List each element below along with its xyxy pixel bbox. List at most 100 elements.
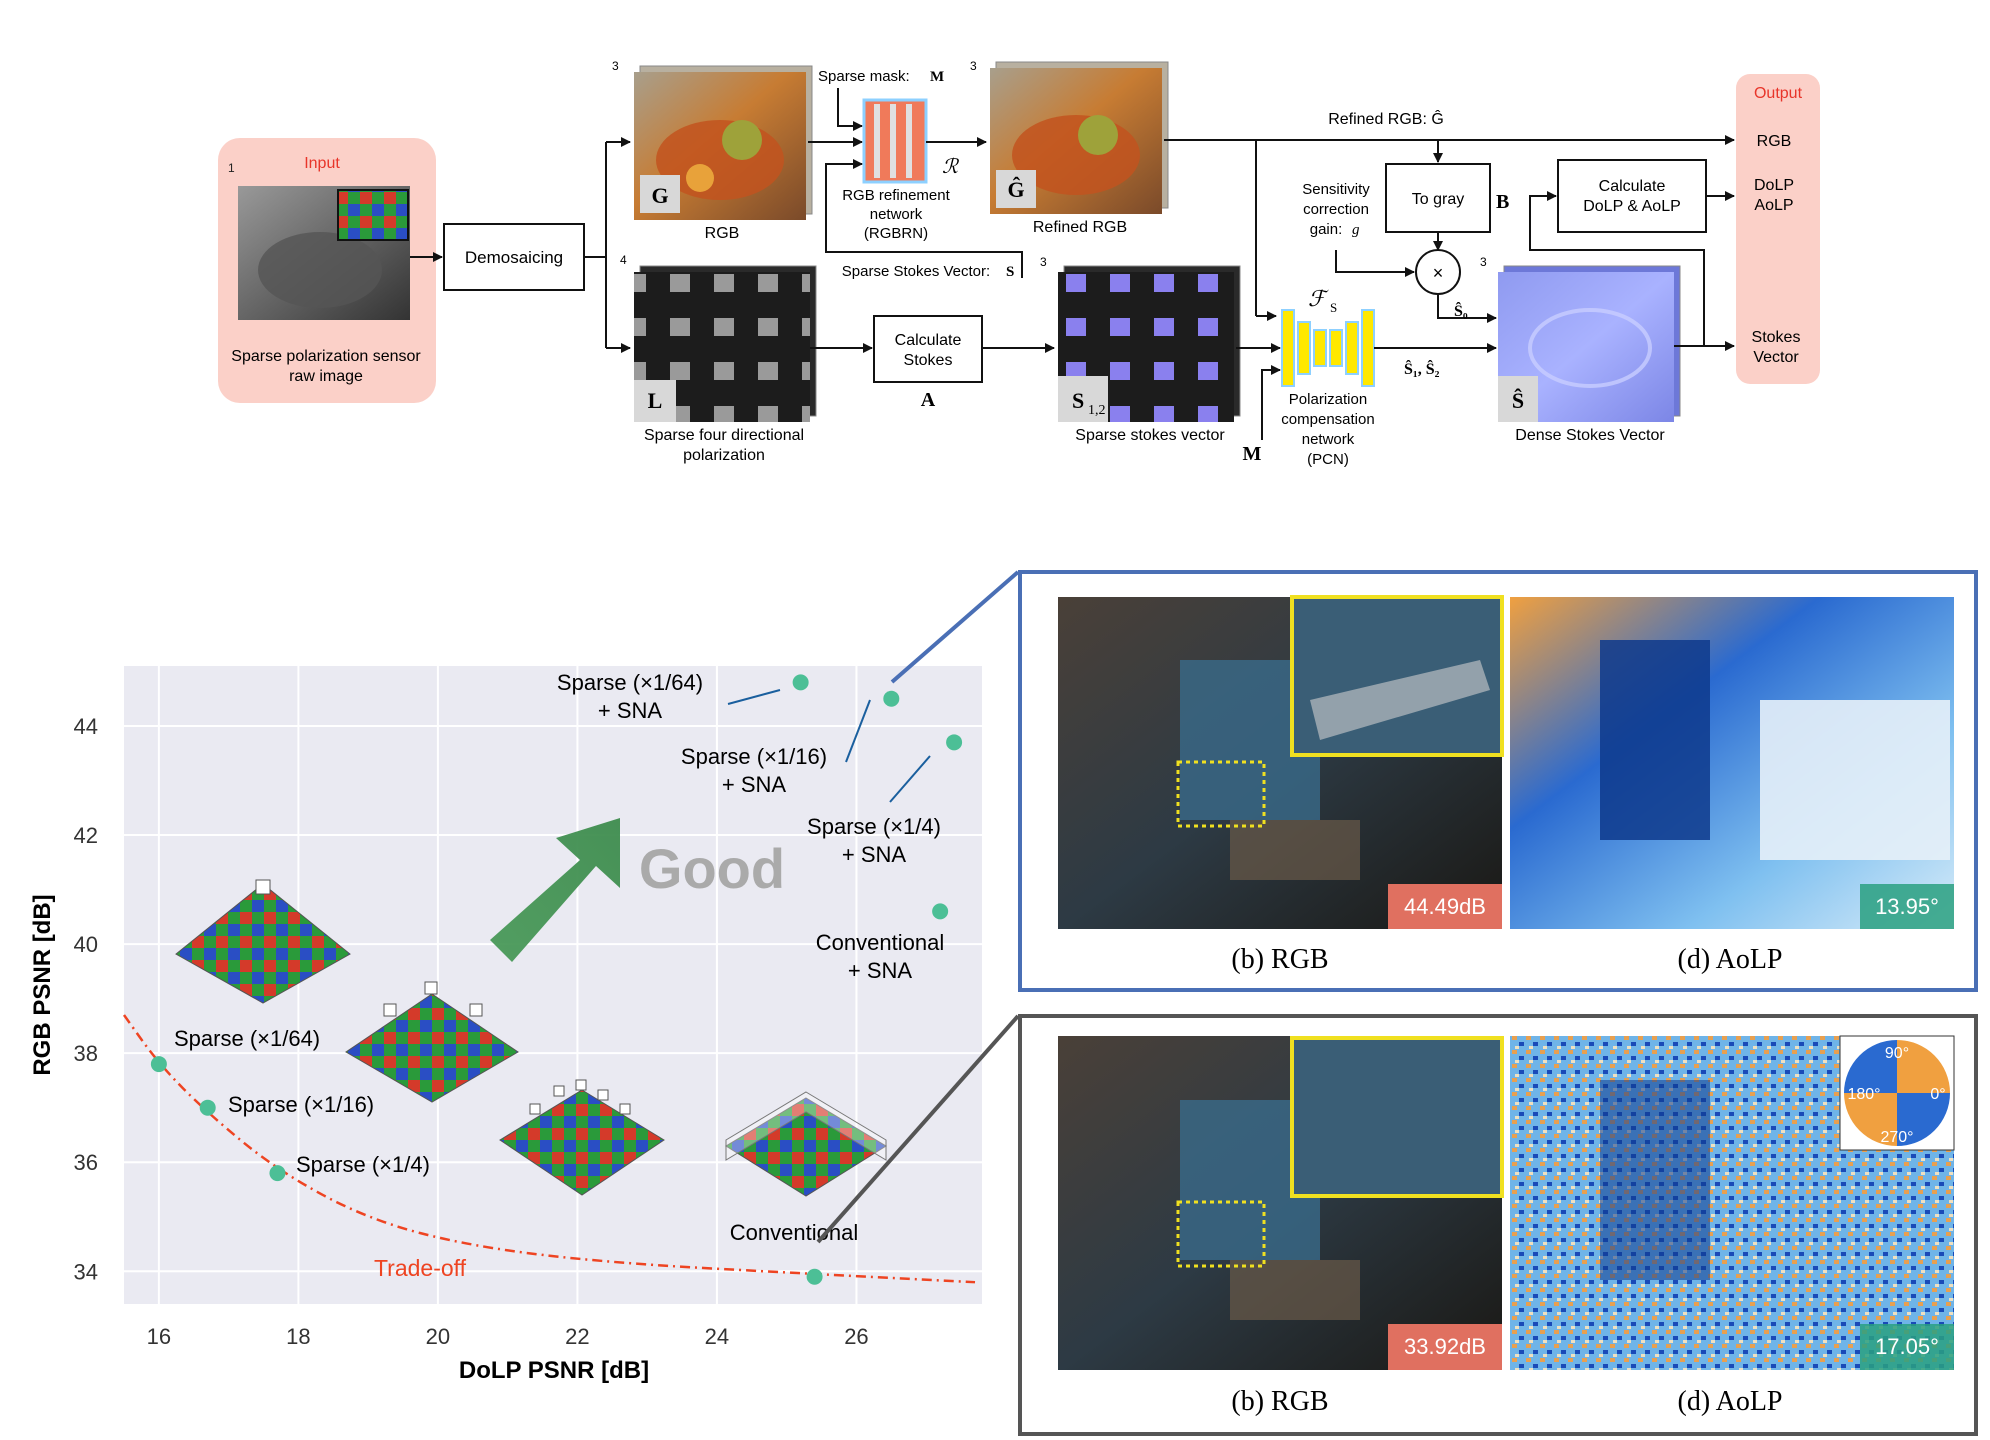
mosaic-illustration-conventional (725, 1091, 887, 1197)
fruit (722, 120, 762, 160)
calc-dolp-label-2: DoLP & AoLP (1583, 198, 1681, 215)
pcn-layer (1361, 309, 1375, 387)
pcn-label-2: compensation (1281, 411, 1374, 428)
output-stokes-2: Vector (1753, 349, 1799, 366)
mosaic-pixel (597, 1089, 609, 1101)
aolp-structure (1760, 700, 1950, 860)
aolp-structure (1600, 1080, 1710, 1280)
symbol-badge (1498, 376, 1538, 422)
sensitivity-label-3: gain: (1310, 221, 1343, 238)
mosaic-pixel (255, 879, 271, 895)
y-tick-label: 38 (74, 1041, 98, 1066)
y-tick-label: 34 (74, 1259, 98, 1284)
x-axis-title: DoLP PSNR [dB] (459, 1357, 649, 1384)
sparse-mask-symbol: M (930, 69, 944, 85)
label-s4-sna-1: Sparse (×1/4) (807, 814, 941, 839)
mosaic-plane (725, 1097, 887, 1197)
scene-table (1230, 1260, 1360, 1320)
arrow (825, 159, 1023, 278)
symbol-badge (1058, 376, 1108, 422)
four-dir-caption-1: Sparse four directional (644, 427, 804, 444)
s12-subscript: 1,2 (1088, 403, 1106, 418)
arrow (837, 88, 863, 131)
psnr-badge-top (1388, 884, 1502, 929)
zoom-region-bottom (1176, 1200, 1266, 1268)
good-label: Good (639, 837, 785, 900)
result-panel-bottom: 33.92dB 17.05° 90° 180° 0° 270° (b) RGB … (1018, 1014, 1978, 1436)
label-s4-sna-2: + SNA (842, 842, 907, 867)
mosaic-pixel (575, 1079, 587, 1091)
s12-hat-label: Ŝ₁, Ŝ₂ (1404, 359, 1440, 378)
calc-dolp-box (1557, 159, 1707, 233)
rgbrn-label-3: (RGBRN) (864, 225, 928, 242)
input-caption-2: raw image (289, 368, 363, 385)
scene-table (1230, 820, 1360, 880)
y-tick-label: 44 (74, 714, 98, 739)
data-point (792, 674, 809, 691)
pcn-layer (1281, 309, 1295, 387)
y-tick-label: 40 (74, 932, 98, 957)
four-dir-caption-2: polarization (683, 447, 765, 464)
sparse-mask-label: Sparse mask: (818, 68, 910, 85)
dense-symbol: Ŝ (1512, 388, 1524, 413)
l-symbol: L (648, 388, 663, 413)
sensitivity-g: g (1352, 222, 1360, 238)
wheel-quadrant (1844, 1040, 1897, 1093)
psnr-badge-bottom (1388, 1324, 1502, 1370)
refined-symbol: Ĝ (1007, 177, 1024, 202)
arrow (1529, 191, 1705, 346)
rgb-caption: RGB (705, 225, 740, 242)
label-s64-sna-1: Sparse (×1/64) (557, 670, 703, 695)
s12-symbol: S (1072, 388, 1084, 413)
calc-stokes-label-2: Stokes (904, 352, 953, 369)
dense-bowl-outline (1528, 308, 1652, 388)
caption-aolp-top: (d) AoLP (1678, 944, 1783, 975)
fruit (1078, 115, 1118, 155)
wheel-quadrant (1844, 1093, 1897, 1146)
leader-line (727, 689, 781, 705)
output-panel (1736, 74, 1820, 384)
aolp-value-bottom: 17.05° (1875, 1334, 1939, 1359)
sensitivity-label-2: correction (1303, 201, 1369, 218)
rgbrn-label-2: network (870, 206, 923, 223)
pcn-label-4: (PCN) (1307, 451, 1349, 468)
data-point (199, 1099, 216, 1116)
caption-rgb-bottom: (b) RGB (1231, 1386, 1328, 1417)
x-tick-label: 18 (286, 1324, 310, 1349)
inset-detail (1310, 660, 1490, 740)
zoom-connector-bottom (816, 1014, 1020, 1244)
mosaic-pixel (469, 1003, 483, 1017)
to-gray-label: To gray (1412, 191, 1464, 208)
multiply-symbol: × (1433, 263, 1444, 283)
rgbrn-label-1: RGB refinement (842, 187, 950, 204)
to-gray-box (1385, 163, 1491, 233)
y-tick-label: 42 (74, 823, 98, 848)
s0-hat-label: Ŝ₀ (1454, 301, 1468, 320)
label-conv-sna-1: Conventional (816, 930, 944, 955)
zoom-connector-top (890, 570, 1020, 684)
data-point (932, 903, 949, 920)
x-tick-label: 24 (705, 1324, 729, 1349)
x-tick-label: 22 (565, 1324, 589, 1349)
fs-symbol: ℱ (1308, 286, 1329, 311)
mosaic-pixel (383, 1003, 397, 1017)
wheel-90-label: 90° (1885, 1045, 1909, 1062)
wheel-quadrant (1897, 1093, 1950, 1146)
sparse-stokes-label: Sparse Stokes Vector: (842, 263, 990, 280)
sparse-stokes-symbol: S (1006, 264, 1014, 280)
pcn-layer (1297, 321, 1311, 375)
refined-rgb-label: Refined RGB: Ĝ (1328, 109, 1444, 128)
caption-aolp-bottom: (d) AoLP (1678, 1386, 1783, 1417)
dim-label: 3 (970, 59, 977, 73)
pipeline-diagram: Input 1 Sparse polarization sensor raw i… (218, 59, 1820, 468)
pcn-layer (1329, 329, 1343, 367)
aolp-badge-bottom (1860, 1324, 1954, 1370)
label-conv: Conventional (730, 1220, 858, 1245)
wheel-270-label: 270° (1880, 1129, 1913, 1146)
b-symbol: B (1496, 191, 1509, 213)
data-point (883, 690, 900, 707)
output-label: Output (1754, 85, 1803, 102)
mosaic-pixel (529, 1103, 541, 1115)
dim-label: 3 (1040, 255, 1047, 269)
